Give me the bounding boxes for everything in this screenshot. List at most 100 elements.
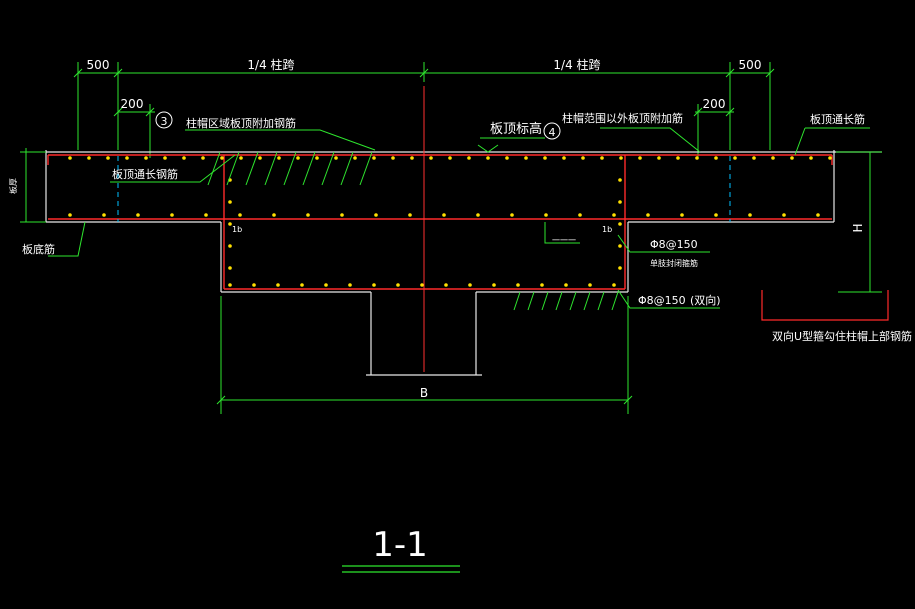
reinforcement [47,86,833,372]
hatch-bottom-stirrup [513,291,619,311]
stirrup-spec-1: Φ8@150 [650,238,698,251]
bar-dot [543,156,547,160]
callout-3: 3 柱帽区域板顶附加钢筋 [155,111,296,130]
cap-marker [544,222,580,244]
bar-dot [714,213,718,217]
bar-dot [163,156,167,160]
bar-dot [578,213,582,217]
bar-dot [276,283,280,287]
leader-stirrup-2 [617,289,720,309]
bar-dot [752,156,756,160]
tick [623,395,633,405]
leaders [20,127,889,414]
hatch-stroke [321,151,335,186]
bar-dot [68,213,72,217]
small-dash-label: 一一一 [552,236,576,245]
hatch-stroke [226,151,240,186]
bar-dot [228,283,232,287]
hidden-lines [117,156,731,222]
dim-quarter-right: 1/4 柱跨 [553,57,600,72]
bar-dot [809,156,813,160]
bar-dot [228,200,232,204]
hatch-stroke [527,291,535,311]
bar-dot [68,156,72,160]
bar-dot [102,213,106,217]
bar-dot [680,213,684,217]
bar-dot [334,156,338,160]
bar-dot [618,266,622,270]
bar-dot [612,283,616,287]
tick [765,68,775,78]
dim-200-right-text: 200 [703,97,726,111]
bar-dot [564,283,568,287]
dim-500-left: 500 [87,58,110,72]
tick [725,107,735,117]
bar-dot [429,156,433,160]
bar-dot [476,213,480,217]
bar-dot [782,213,786,217]
bar-dot [657,156,661,160]
bar-dot [391,156,395,160]
bar-dot [695,156,699,160]
bar-dot [306,213,310,217]
hatch-stroke [611,291,619,311]
leader-c4 [600,127,701,153]
hatch-stroke [359,151,373,186]
bar-dot [408,213,412,217]
bar-dot [372,156,376,160]
bar-dot [420,283,424,287]
bar-dot [228,266,232,270]
bar-dot [182,156,186,160]
bar-dot [125,156,129,160]
bar-dot [106,156,110,160]
tick [216,395,226,405]
hatch-stroke [541,291,549,311]
callout-3-number: 3 [161,115,168,128]
bar-dot [492,283,496,287]
section-title: 1-1 [342,525,460,573]
bar-dot [239,156,243,160]
bar-dot [588,283,592,287]
hatch-stroke [283,151,297,186]
bar-dot [828,156,832,160]
section-title-text: 1-1 [372,525,428,565]
bar-dot [646,213,650,217]
slab-top-elevation-label: 板顶标高 [490,121,542,137]
elev-triangle [477,144,499,153]
bar-dot [315,156,319,160]
hatch-stroke [569,291,577,311]
bar-dot [618,200,622,204]
hatch-stroke [302,151,316,186]
leader-c3 [185,129,376,151]
bar-dot [618,244,622,248]
tick [693,107,703,117]
hatch-stroke [245,151,259,186]
top-through-bar-left-label: 板顶通长钢筋 [112,167,178,181]
leader-bottom [48,221,86,257]
leader-stirrup-1 [617,234,710,253]
bar-dot [252,283,256,287]
bar-dot [600,156,604,160]
bar-dot [348,283,352,287]
leader-top-left [110,154,236,183]
bar-dot [170,213,174,217]
leader-top-right-diag [794,127,806,156]
bar-dot [300,283,304,287]
callout-3-circle [155,111,173,129]
stirrup-spec-2: Φ8@150 [638,294,686,307]
bar-dot [144,156,148,160]
bar-dot [410,156,414,160]
bar-dot [619,156,623,160]
dim-200-left-text: 200 [121,97,144,111]
bar-dot [272,213,276,217]
bracket-note: 双向U型箍勾住柱帽上部钢筋 [772,329,912,343]
bar-dot [540,283,544,287]
bar-dot [467,156,471,160]
callout-4: 4 柱帽范围以外板顶附加筋 [543,111,683,140]
callout-3-text: 柱帽区域板顶附加钢筋 [186,116,296,130]
bar-dot [238,213,242,217]
bar-dot [790,156,794,160]
bar-dot [581,156,585,160]
